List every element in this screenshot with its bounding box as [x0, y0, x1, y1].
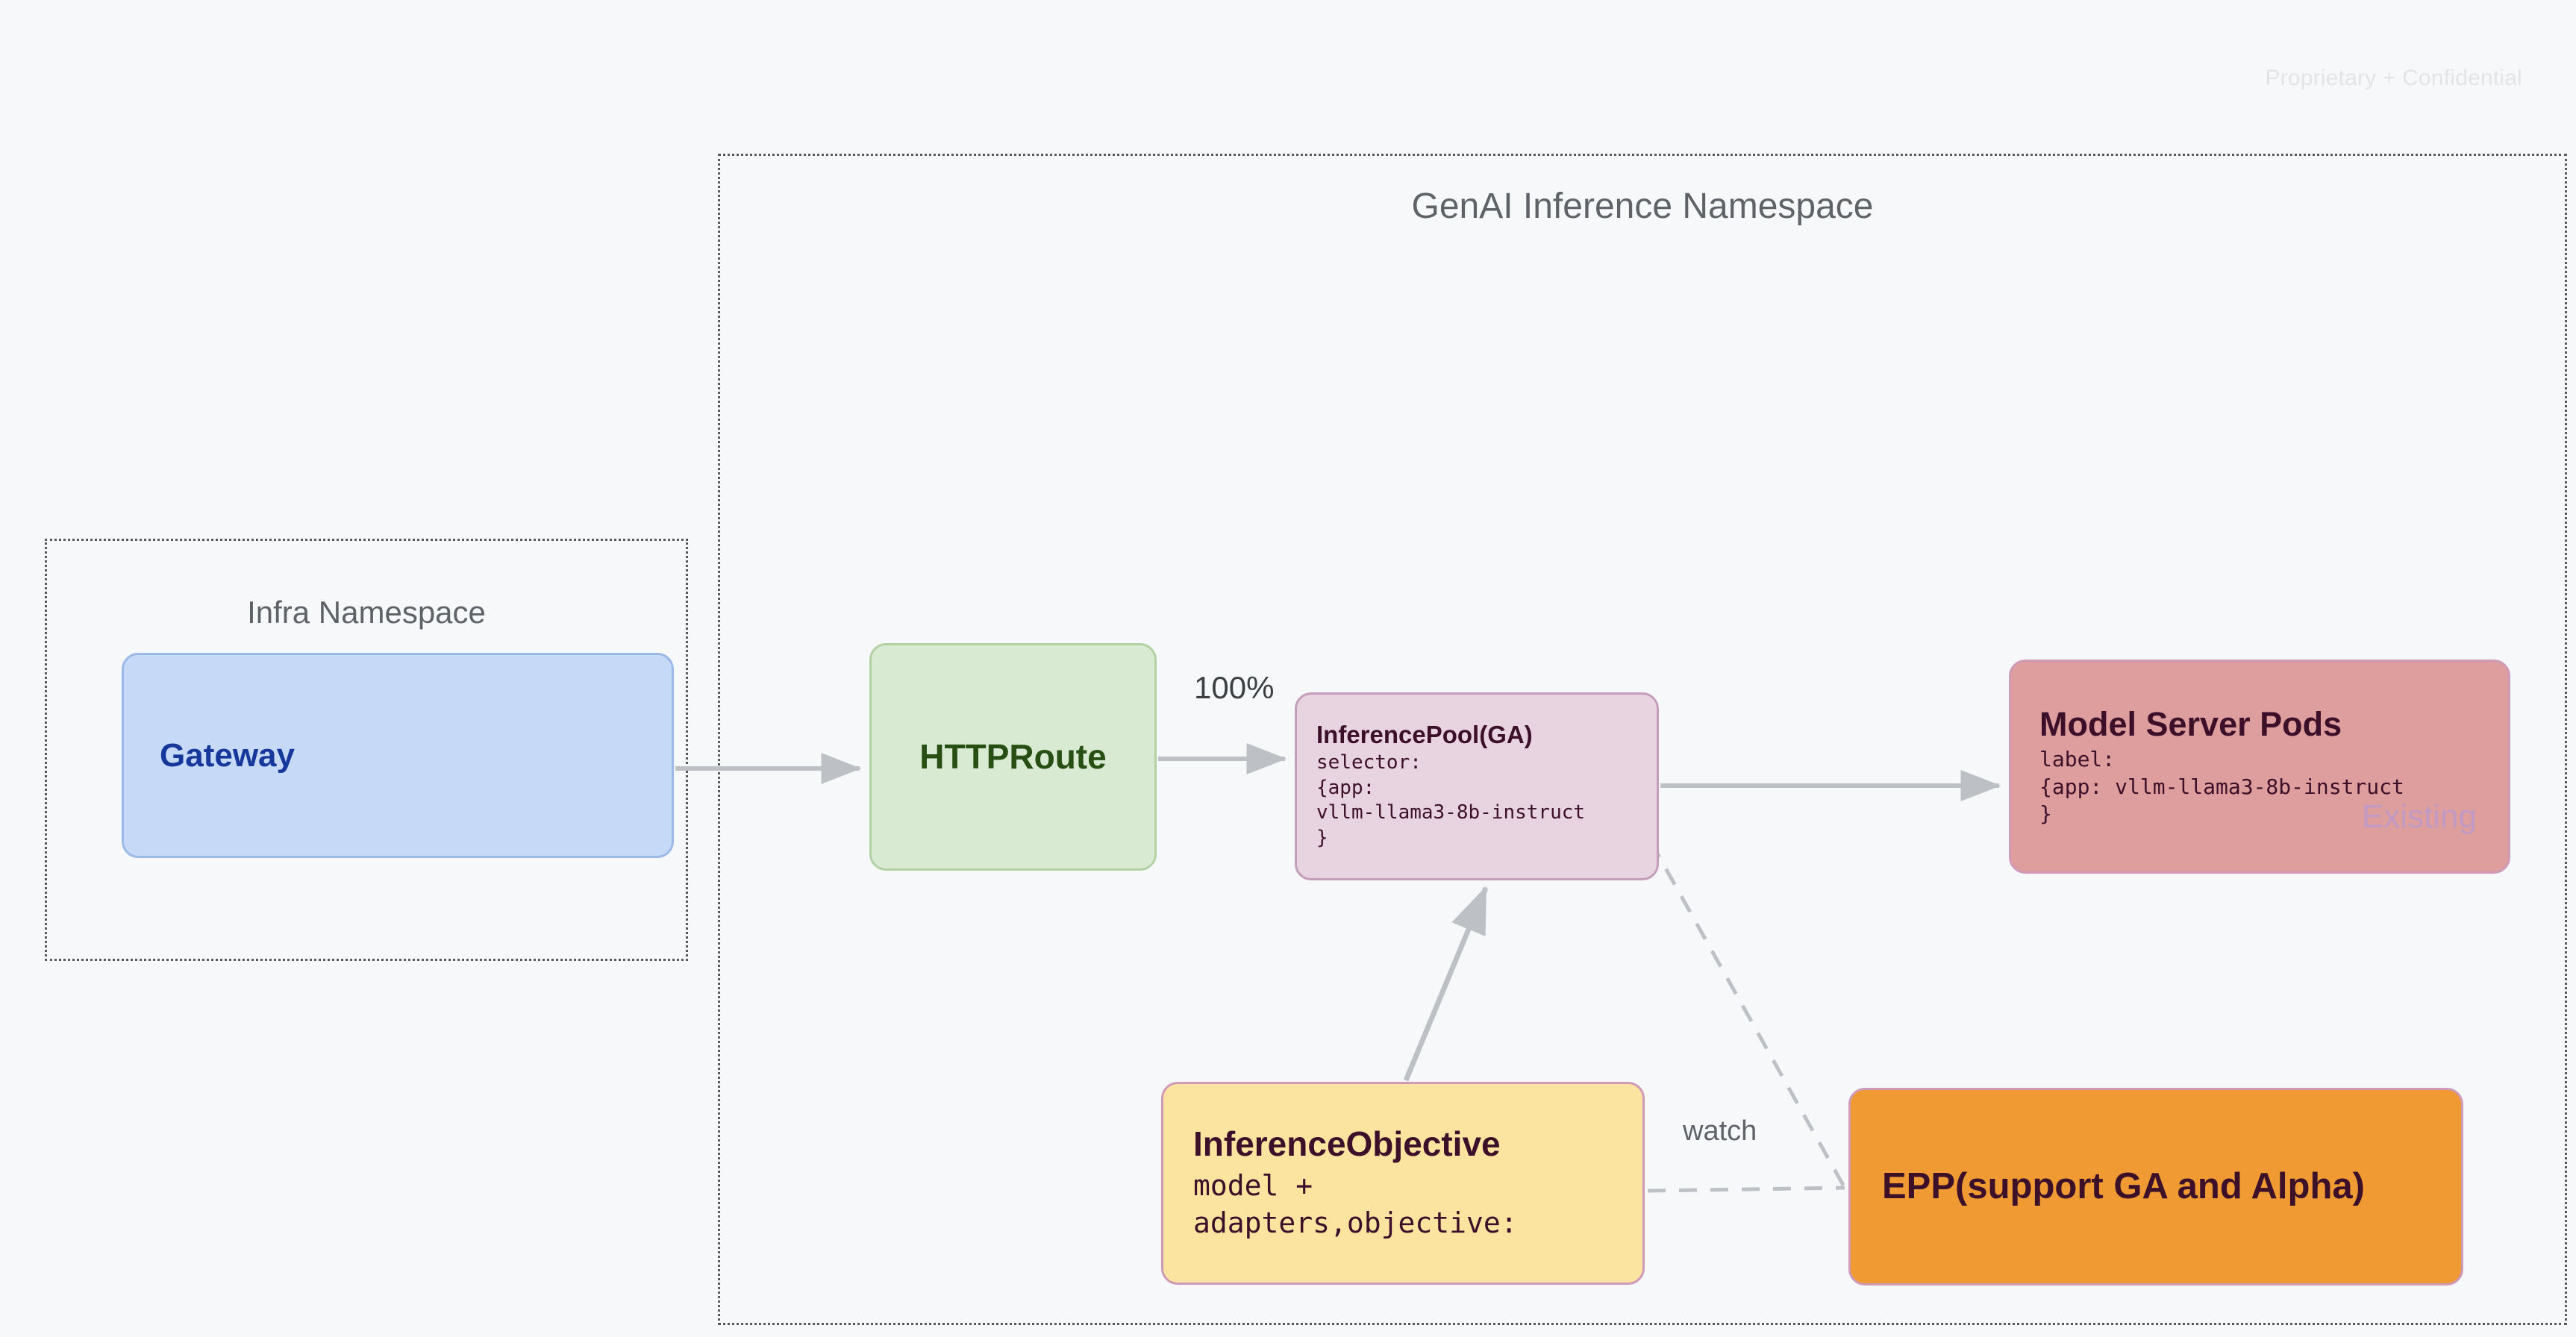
node-inference-pool[interactable]: InferencePool(GA) selector: {app: vllm-l… — [1295, 692, 1659, 880]
node-epp[interactable]: EPP(support GA and Alpha) — [1848, 1088, 2463, 1286]
edge-label-watch: watch — [1683, 1115, 1757, 1147]
status-badge-existing: Existing — [2361, 798, 2477, 835]
node-inference-pool-title: InferencePool(GA) — [1316, 720, 1533, 748]
node-model-server-pods-title: Model Server Pods — [2039, 704, 2342, 743]
confidentiality-watermark: Proprietary + Confidential — [2265, 66, 2522, 90]
node-inference-objective[interactable]: InferenceObjective model + adapters,obje… — [1161, 1082, 1645, 1285]
node-inference-pool-body: selector: {app: vllm-llama3-8b-instruct … — [1316, 751, 1586, 850]
namespace-genai-inference-title: GenAI Inference Namespace — [1411, 187, 1874, 226]
node-epp-title: EPP(support GA and Alpha) — [1882, 1166, 2365, 1207]
node-gateway[interactable]: Gateway — [122, 653, 674, 858]
edge-label-traffic-weight: 100% — [1194, 670, 1275, 705]
namespace-genai-inference: GenAI Inference Namespace — [718, 154, 2567, 1325]
namespace-infra: Infra Namespace — [45, 539, 688, 961]
node-httproute[interactable]: HTTPRoute — [869, 643, 1157, 871]
node-gateway-title: Gateway — [160, 736, 295, 774]
node-inference-objective-title: InferenceObjective — [1193, 1124, 1501, 1163]
node-inference-objective-body: model + adapters,objective: — [1193, 1169, 1518, 1239]
namespace-infra-title: Infra Namespace — [247, 595, 486, 630]
node-model-server-pods-body: label: {app: vllm-llama3-8b-instruct } — [2039, 747, 2404, 826]
node-model-server-pods[interactable]: Model Server Pods label: {app: vllm-llam… — [2009, 660, 2510, 874]
node-httproute-title: HTTPRoute — [919, 736, 1107, 776]
